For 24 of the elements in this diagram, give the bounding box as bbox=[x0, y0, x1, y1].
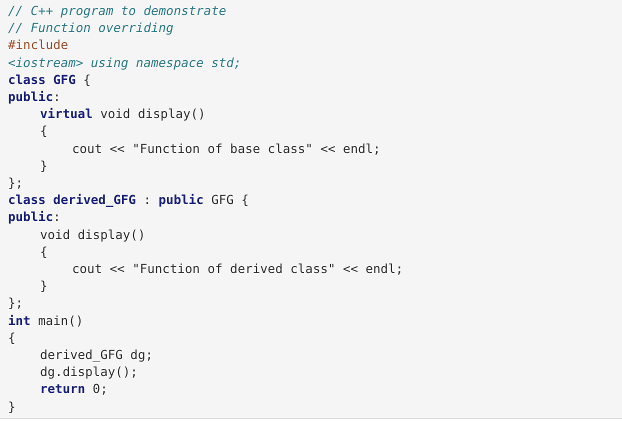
code-line: virtual void display() bbox=[40, 105, 206, 122]
code-line: cout << "Function of base class" << endl; bbox=[72, 140, 381, 157]
code-line: class GFG { bbox=[8, 70, 91, 88]
code-line: <iostream> using namespace std; bbox=[8, 54, 242, 71]
code-line: }; bbox=[8, 174, 24, 191]
code-line: int main() bbox=[8, 312, 84, 329]
code-line: return 0; bbox=[40, 380, 108, 398]
code-line: { bbox=[40, 122, 48, 140]
code-line: derived_GFG dg; bbox=[40, 346, 153, 363]
code-line: #include bbox=[8, 36, 68, 54]
code-line: cout << "Function of derived class" << endl; bbox=[72, 260, 404, 277]
code-line: dg.display(); bbox=[40, 363, 138, 380]
code-line: void display() bbox=[40, 226, 146, 243]
code-line: }; bbox=[8, 294, 24, 312]
code-line: } bbox=[40, 156, 48, 174]
code-line: public: bbox=[8, 88, 61, 105]
code-line: // C++ program to demonstrate bbox=[8, 2, 226, 19]
code-line: public: bbox=[8, 208, 61, 226]
code-line: } bbox=[40, 277, 48, 294]
code-line: { bbox=[40, 242, 48, 260]
code-line: class derived_GFG : public GFG { bbox=[8, 191, 249, 208]
code-line: // Function overriding bbox=[8, 19, 174, 36]
code-line: { bbox=[8, 328, 16, 346]
code-line: } bbox=[8, 398, 16, 415]
